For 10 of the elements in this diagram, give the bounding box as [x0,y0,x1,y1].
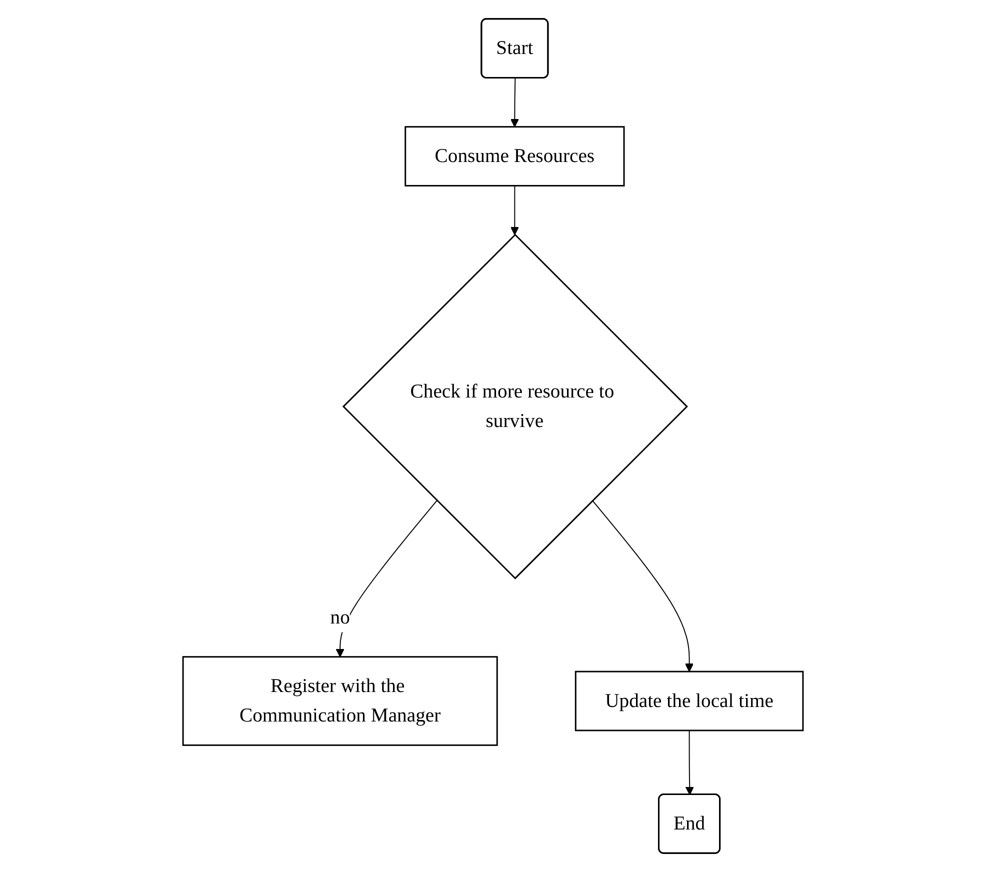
edge-label: no [330,606,350,628]
arrow [685,729,694,795]
node-box: Update the local time [574,670,804,731]
node-box: Consume Resources [404,126,625,186]
node-diamond: Check if more resource to survive [342,233,688,579]
node-box: Register with the Communication Manager [182,656,498,746]
arrow [510,184,519,235]
arrow [510,77,519,127]
arrow [336,500,438,657]
arrow [592,500,694,672]
